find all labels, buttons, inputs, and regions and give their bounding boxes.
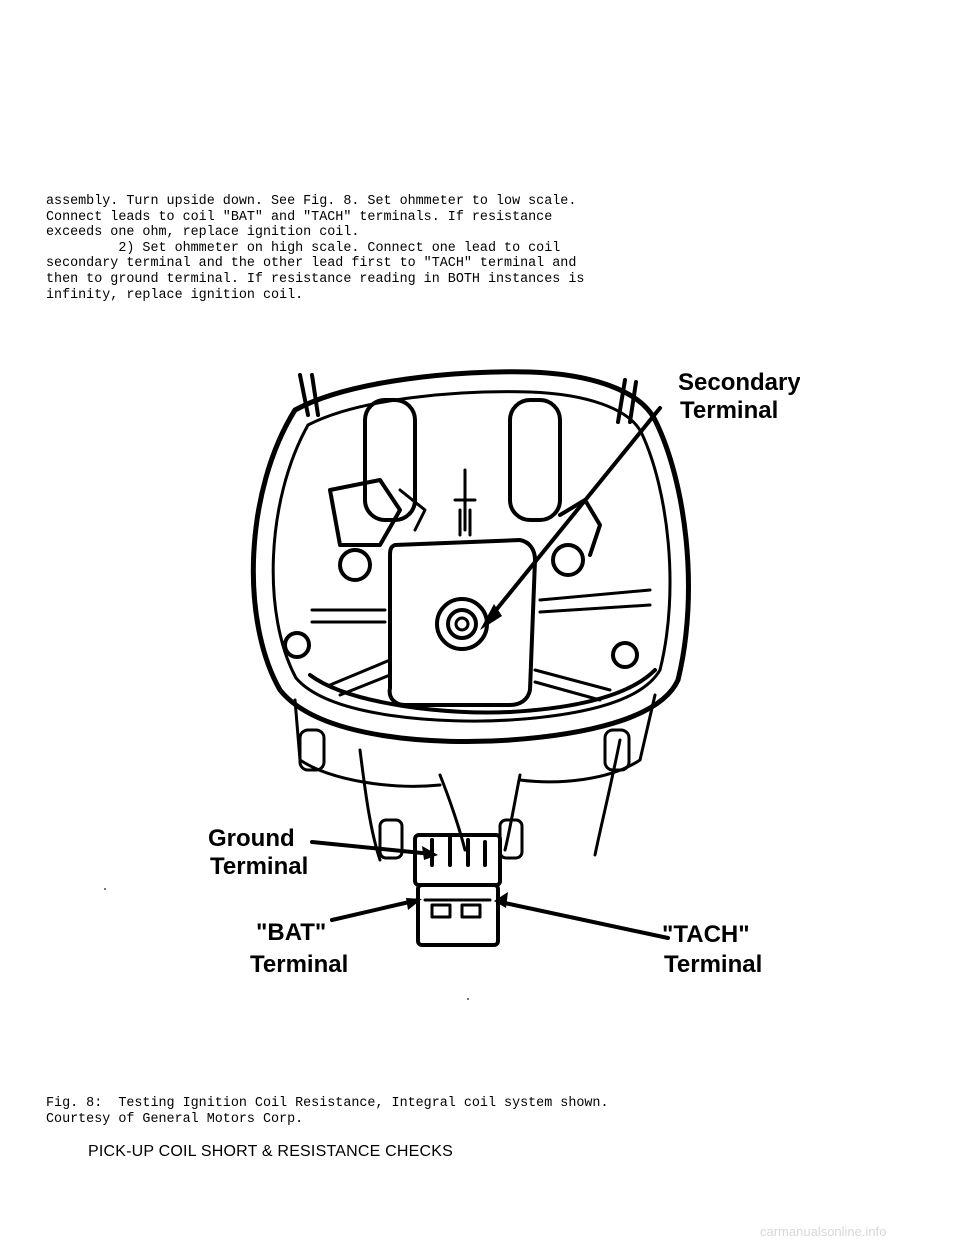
scan-speck (467, 998, 469, 1000)
tach-label-line1: "TACH" (662, 921, 750, 948)
caption-line: Courtesy of General Motors Corp. (46, 1111, 304, 1127)
body-line: Connect leads to coil "BAT" and "TACH" t… (46, 209, 553, 225)
body-line: assembly. Turn upside down. See Fig. 8. … (46, 194, 577, 209)
body-line: exceeds one ohm, replace ignition coil. (46, 225, 360, 241)
body-line: infinity, replace ignition coil. (46, 287, 304, 303)
caption-line: Fig. 8: Testing Ignition Coil Resistance… (46, 1096, 609, 1111)
scan-speck (104, 888, 106, 890)
ground-label-line1: Ground (208, 825, 295, 852)
body-line: secondary terminal and the other lead fi… (46, 256, 577, 272)
body-line: then to ground terminal. If resistance r… (46, 271, 585, 287)
secondary-label-line2: Terminal (680, 397, 778, 424)
watermark-footer: carmanualsonline.info (760, 1224, 887, 1239)
distributor-cap-drawing: Secondary Terminal Ground Terminal "BAT"… (208, 369, 800, 978)
bat-label-line2: Terminal (250, 951, 348, 978)
body-paragraph: assembly. Turn upside down. See Fig. 8. … (46, 194, 584, 303)
figure-caption: Fig. 8: Testing Ignition Coil Resistance… (46, 1096, 609, 1127)
ground-label-line2: Terminal (210, 853, 308, 880)
secondary-label-line1: Secondary (678, 369, 800, 396)
section-heading: PICK-UP COIL SHORT & RESISTANCE CHECKS (88, 1143, 454, 1160)
body-line: 2) Set ohmmeter on high scale. Connect o… (46, 240, 561, 256)
distributor-cap-figure: Secondary Terminal Ground Terminal "BAT"… (200, 360, 800, 980)
bat-label-line1: "BAT" (256, 919, 326, 946)
tach-label-line2: Terminal (664, 951, 762, 978)
